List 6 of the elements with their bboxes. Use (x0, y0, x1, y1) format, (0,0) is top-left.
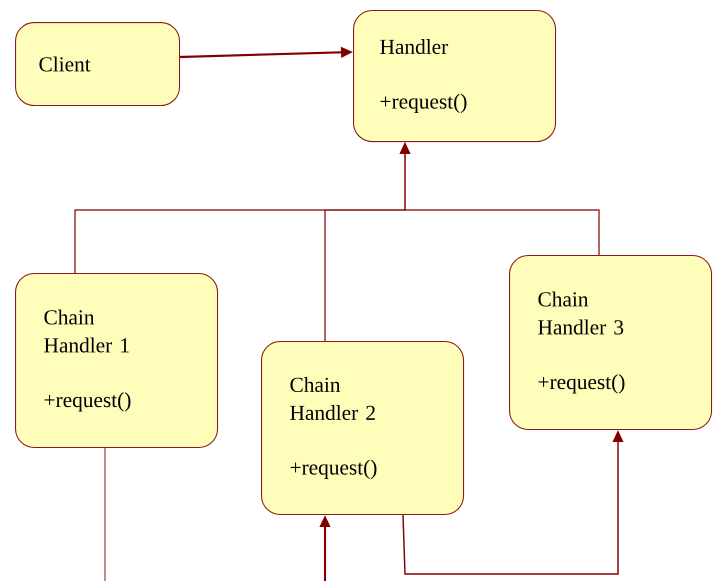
class-box: Client (15, 22, 180, 106)
class-box: Chain Handler 2 +request() (261, 341, 464, 516)
class-box: Chain Handler 3 +request() (509, 255, 712, 430)
class-box: Chain Handler 1 +request() (15, 273, 218, 448)
class-box: Handler +request() (353, 10, 556, 142)
connector-line (104, 448, 106, 581)
